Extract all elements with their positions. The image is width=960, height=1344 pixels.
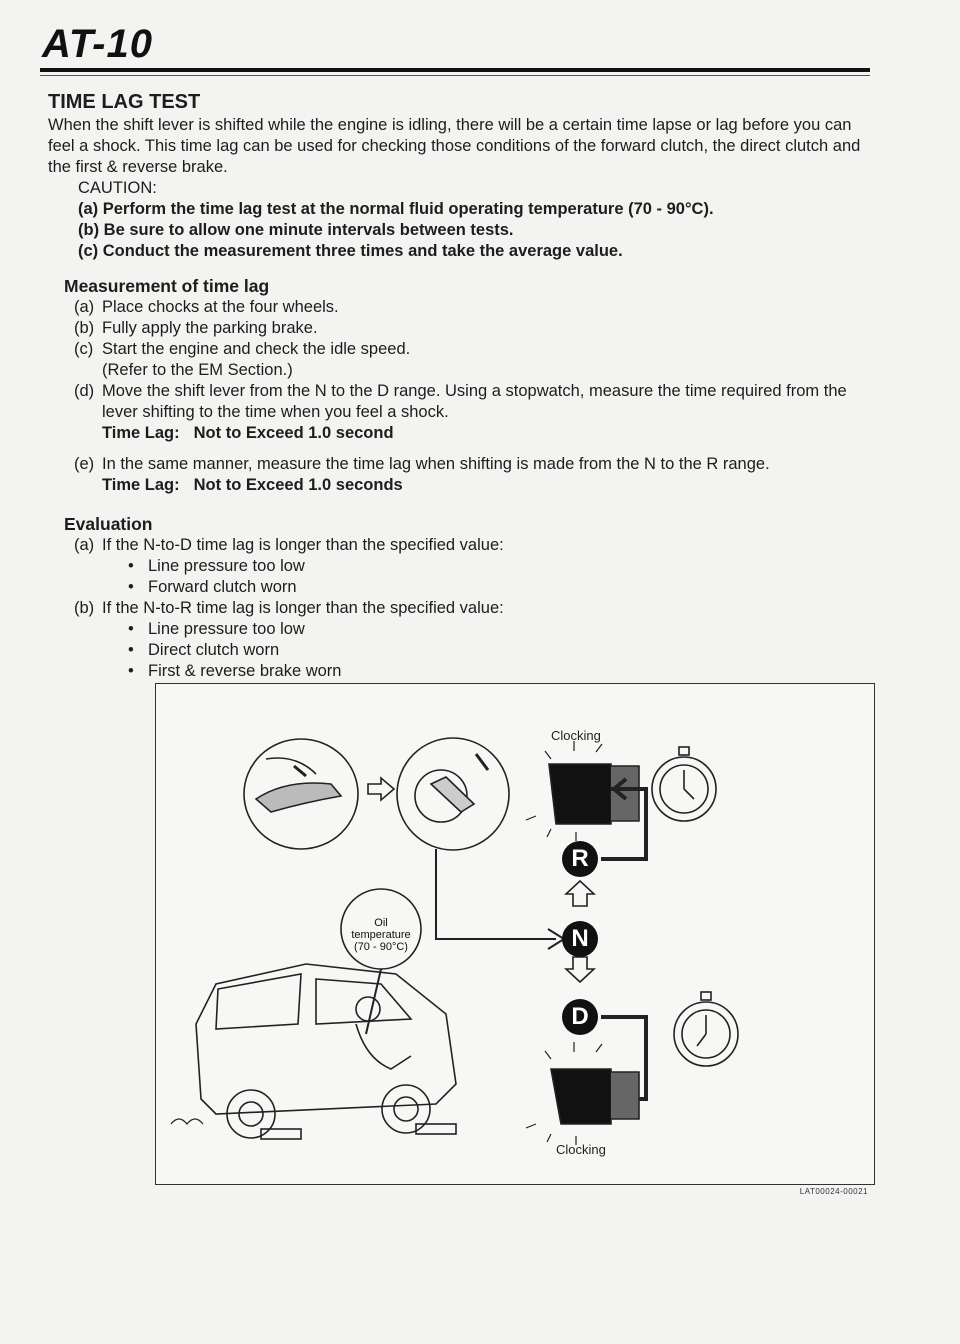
time-lag-spec: Time Lag: Not to Exceed 1.0 seconds xyxy=(102,475,878,496)
step-label: (d) xyxy=(74,382,95,400)
item-text: If the N-to-D time lag is longer than th… xyxy=(102,536,504,554)
bullet-text: Forward clutch worn xyxy=(148,578,297,596)
page-code: AT-10 xyxy=(42,22,153,66)
time-lag-test-illustration: Clocking Clocking Oil temperature (70 - … xyxy=(155,683,875,1185)
shift-shock-icon xyxy=(550,1068,612,1125)
van-window xyxy=(315,978,413,1025)
bullet-text: Direct clutch worn xyxy=(148,641,280,659)
item-text: If the N-to-R time lag is longer than th… xyxy=(102,599,504,617)
illustration-drawing xyxy=(170,737,739,1145)
ignition-key-cylinder-icon xyxy=(414,769,468,823)
van-wheel-icon xyxy=(226,1089,276,1139)
bullet-item: •Forward clutch worn xyxy=(128,578,297,596)
van-window xyxy=(215,973,302,1030)
van-wheel-icon xyxy=(381,1084,431,1134)
shift-position-r: R xyxy=(562,841,598,877)
wheel-chock-icon xyxy=(260,1128,302,1140)
spec-label: Time Lag: xyxy=(102,476,180,494)
evaluation-item: (a) If the N-to-D time lag is longer tha… xyxy=(74,535,878,556)
oil-temperature-label: Oil temperature (70 - 90°C) xyxy=(344,917,418,953)
shift-position-n: N xyxy=(562,921,598,957)
spec-value: Not to Exceed 1.0 seconds xyxy=(193,476,403,494)
header-rule xyxy=(40,68,870,72)
caution-item: (b) Be sure to allow one minute interval… xyxy=(78,221,514,239)
hand-icon xyxy=(265,757,317,775)
right-arrow-icon xyxy=(367,776,396,802)
bullet-item: •Line pressure too low xyxy=(128,620,305,638)
header-rule-thin xyxy=(40,75,870,76)
caution-label: CAUTION: xyxy=(78,179,157,197)
spec-value: Not to Exceed 1.0 second xyxy=(193,424,394,442)
van-body-icon xyxy=(195,963,457,1115)
step-label: (a) xyxy=(74,298,95,316)
step-label: (b) xyxy=(74,319,95,337)
caution-item: (a) Perform the time lag test at the nor… xyxy=(78,200,714,218)
intro-paragraph: When the shift lever is shifted while th… xyxy=(48,116,861,176)
step-text: Place chocks at the four wheels. xyxy=(102,298,339,316)
measurement-heading: Measurement of time lag xyxy=(64,276,270,296)
bullet-text: Line pressure too low xyxy=(148,557,305,575)
figure-code: LAT00024-00021 xyxy=(799,1187,868,1196)
r-bracket-line xyxy=(601,787,648,861)
down-arrow-icon xyxy=(563,956,597,984)
measurement-step: (e) In the same manner, measure the time… xyxy=(74,454,878,475)
oil-temp-line2: (70 - 90°C) xyxy=(354,941,408,953)
driver-icon xyxy=(355,996,381,1022)
shift-shock-icon xyxy=(548,763,612,825)
step-text: Move the shift lever from the N to the D… xyxy=(102,382,847,421)
step-note: (Refer to the EM Section.) xyxy=(102,361,293,379)
measurement-step: (b) Fully apply the parking brake. xyxy=(74,318,878,339)
clocking-label-top: Clocking xyxy=(551,728,601,743)
stopwatch-icon xyxy=(673,1001,739,1067)
evaluation-heading: Evaluation xyxy=(64,514,153,534)
step-label: (e) xyxy=(74,455,95,473)
caution-item: (c) Conduct the measurement three times … xyxy=(78,242,623,260)
measurement-step: (a) Place chocks at the four wheels. xyxy=(74,297,878,318)
step-text: In the same manner, measure the time lag… xyxy=(102,455,770,473)
bullet-text: First & reverse brake worn xyxy=(148,662,342,680)
clocking-label-bottom: Clocking xyxy=(556,1142,606,1157)
measurement-step: (c) Start the engine and check the idle … xyxy=(74,339,878,360)
measurement-step: (d) Move the shift lever from the N to t… xyxy=(74,381,878,423)
bullet-item: •Direct clutch worn xyxy=(128,641,280,659)
parking-brake-lever-icon xyxy=(254,782,343,813)
stopwatch-icon xyxy=(651,756,717,822)
ignition-circle xyxy=(396,737,510,851)
time-lag-spec: Time Lag: Not to Exceed 1.0 second xyxy=(102,423,878,444)
parking-brake-circle xyxy=(243,738,359,850)
step-text: Start the engine and check the idle spee… xyxy=(102,340,411,358)
page-content: TIME LAG TEST When the shift lever is sh… xyxy=(48,92,878,682)
section-title: TIME LAG TEST xyxy=(48,91,201,113)
item-label: (b) xyxy=(74,599,95,617)
evaluation-item: (b) If the N-to-R time lag is longer tha… xyxy=(74,598,878,619)
up-arrow-icon xyxy=(563,879,597,907)
caution-block: CAUTION: (a) Perform the time lag test a… xyxy=(78,178,878,262)
bullet-item: •First & reverse brake worn xyxy=(128,662,342,680)
shift-position-d: D xyxy=(562,999,598,1035)
item-label: (a) xyxy=(74,536,95,554)
step-label: (c) xyxy=(74,340,94,358)
bullet-text: Line pressure too low xyxy=(148,620,305,638)
wheel-chock-icon xyxy=(415,1123,457,1135)
oil-temp-line1: Oil temperature xyxy=(351,917,411,941)
exhaust-icon xyxy=(170,1118,204,1125)
step-text: Fully apply the parking brake. xyxy=(102,319,318,337)
spec-label: Time Lag: xyxy=(102,424,180,442)
bullet-item: •Line pressure too low xyxy=(128,557,305,575)
